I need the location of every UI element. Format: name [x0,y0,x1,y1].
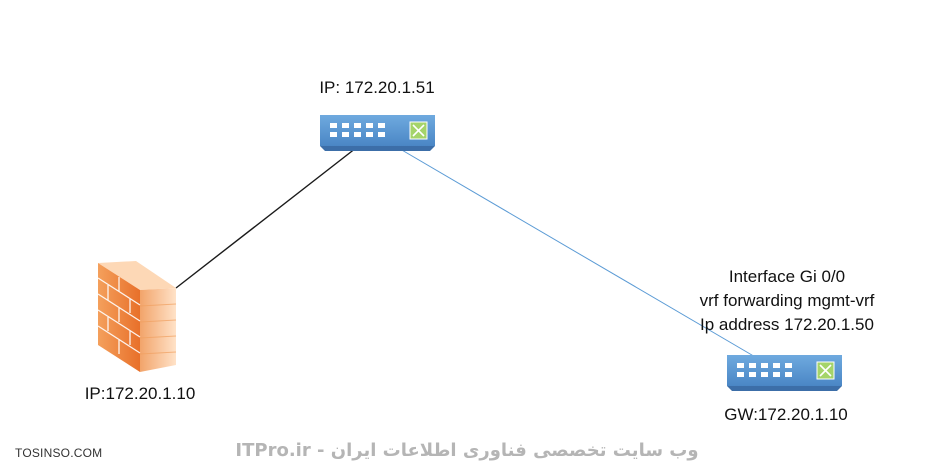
config-line: Interface Gi 0/0 [728,267,846,286]
switch-ports [330,123,385,137]
config-line: Ip address 172.20.1.50 [700,315,874,334]
switch-ports [737,363,792,377]
router-config-block: Interface Gi 0/0 vrf forwarding mgmt-vrf… [700,265,875,337]
top-switch-icon[interactable] [320,115,435,151]
top-switch-ip-label: IP: 172.20.1.51 [319,78,435,97]
config-line: vrf forwarding mgmt-vrf [699,291,875,310]
link-firewall-to-switch [175,147,357,289]
watermark-tosinso: TOSINSO.COM [15,446,103,460]
bottom-switch-icon[interactable] [727,355,842,391]
watermark-itpro: ITPro.ir - وب سایت تخصصی فناوری اطلاعات … [235,440,699,461]
firewall-brick-icon[interactable] [97,261,177,372]
router-gateway-label: GW:172.20.1.10 [724,405,848,424]
link-switch-to-router [394,145,758,359]
firewall-ip-label: IP:172.20.1.10 [84,384,196,403]
